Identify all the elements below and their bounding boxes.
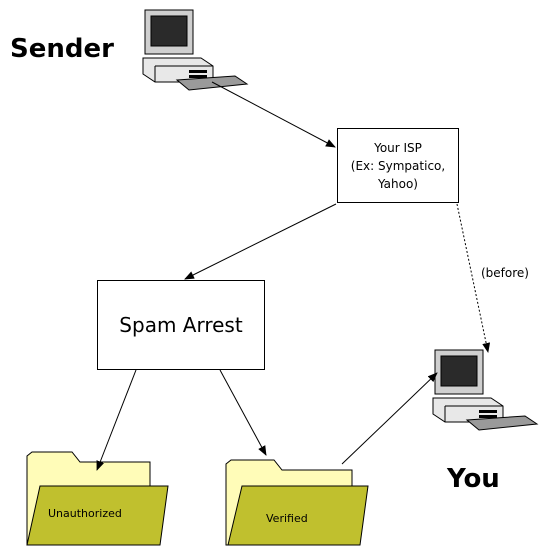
arrow-isp-to-you-before [456,203,491,353]
arrow-spam-to-verified [219,369,267,456]
spam-arrest-box: Spam Arrest [97,280,265,370]
isp-line: Your ISP [374,140,422,155]
you-computer-icon [432,349,539,431]
verified-folder-label: Verified [266,512,308,525]
arrow-sender-to-isp [211,81,336,148]
unauthorized-folder-label: Unauthorized [48,507,122,520]
isp-line: Yahoo) [377,176,418,191]
arrow-isp-to-spam-arrest [184,203,337,280]
spam-arrest-label: Spam Arrest [119,313,243,337]
arrow-verified-to-you [341,372,438,465]
arrow-spam-to-unauthorized [96,369,137,471]
verified-folder-icon: Verified [225,459,369,546]
you-label: You [447,464,500,494]
sender-label: Sender [10,34,114,64]
isp-line: (Ex: Sympatico, [350,158,446,173]
unauthorized-folder-icon: Unauthorized [26,451,169,546]
sender-computer-icon [142,9,249,91]
before-label: (before) [481,266,529,280]
isp-box: Your ISP (Ex: Sympatico, Yahoo) [337,128,459,203]
